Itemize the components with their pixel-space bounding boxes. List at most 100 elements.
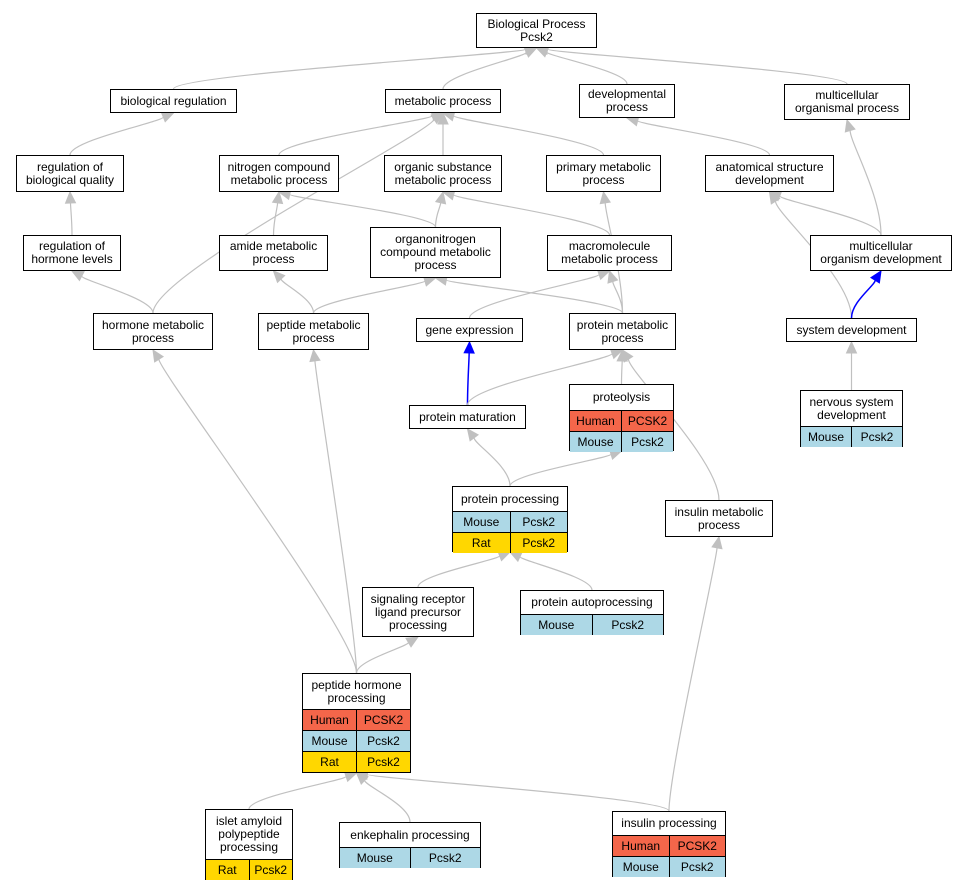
go-term-regbioq[interactable]: regulation of biological quality	[16, 155, 124, 192]
edge-line	[519, 556, 593, 591]
go-term-label: protein metabolic process	[576, 317, 669, 345]
go-term-reghorm[interactable]: regulation of hormone levels	[23, 235, 121, 271]
go-term-label: developmental process	[587, 87, 667, 114]
go-term-amide[interactable]: amide metabolic process	[219, 235, 328, 271]
edge-line	[172, 48, 527, 90]
edge-line	[152, 118, 435, 314]
edge-arrowhead	[343, 771, 358, 783]
edge-arrowhead	[768, 190, 783, 202]
go-term-metproc[interactable]: metabolic process	[385, 89, 501, 113]
organism-cell: Human	[310, 713, 349, 727]
go-term-organonit[interactable]: organonitrogen compound metabolic proces…	[370, 227, 501, 278]
go-term-bioreg[interactable]: biological regulation	[110, 89, 237, 113]
edge-line	[849, 130, 882, 236]
go-term-label: protein autoprocessing	[531, 595, 653, 609]
go-term-orgsub[interactable]: organic substance metabolic process	[384, 155, 502, 192]
go-term-protmet[interactable]: protein metabolic process	[569, 313, 676, 350]
go-term-label: biological regulation	[120, 93, 227, 108]
gene-symbol-cell: Pcsk2	[509, 533, 568, 553]
go-term-protmat[interactable]: protein maturation	[409, 405, 526, 429]
edge-line	[779, 195, 882, 236]
go-term-label: protein maturation	[419, 409, 516, 424]
edge-line	[473, 437, 511, 487]
gene-row: Human PCSK2	[303, 709, 410, 730]
go-term-root[interactable]: Biological Process Pcsk2	[476, 13, 597, 48]
edge-line	[612, 281, 624, 314]
edge-line	[850, 280, 876, 319]
go-term-macromol[interactable]: macromolecule metabolic process	[547, 235, 672, 271]
go-term-label: multicellular organismal process	[794, 88, 900, 115]
edge-line	[417, 555, 501, 588]
gene-symbol-cell: Pcsk2	[851, 427, 902, 447]
gene-symbol-cell: PCSK2	[356, 710, 410, 730]
go-term-label: anatomical structure development	[715, 159, 824, 187]
edge-arrowhead	[596, 269, 611, 281]
go-term-hormmet[interactable]: hormone metabolic process	[93, 313, 213, 350]
go-term-multidev[interactable]: multicellular organism development	[810, 235, 952, 271]
organism-cell: Mouse	[622, 860, 659, 874]
go-term-sigrec[interactable]: signaling receptor ligand precursor proc…	[362, 587, 474, 637]
edge-arrowhead	[405, 636, 420, 648]
gene-symbol-cell: Pcsk2	[621, 432, 673, 452]
edge-arrowhead	[437, 111, 449, 125]
go-term-label: organic substance metabolic process	[394, 159, 492, 187]
go-term-anatdev[interactable]: anatomical structure development	[705, 155, 834, 192]
go-term-label: regulation of hormone levels	[31, 239, 113, 266]
edge-arrowhead	[607, 269, 619, 284]
go-term-primmet[interactable]: primary metabolic process	[546, 155, 661, 192]
go-term-nitro[interactable]: nitrogen compound metabolic process	[219, 155, 339, 192]
go-term-peptmet[interactable]: peptide metabolic process	[258, 313, 369, 350]
edge-line	[158, 359, 358, 674]
edge-line	[668, 547, 718, 812]
go-term-label: amide metabolic process	[229, 239, 318, 266]
go-term-sysdev[interactable]: system development	[786, 318, 917, 342]
edge-arrowhead	[70, 270, 85, 282]
go-term-multiorg[interactable]: multicellular organismal process	[784, 84, 910, 120]
organism-cell: Rat	[471, 536, 491, 550]
gene-symbol-cell: Pcsk2	[248, 860, 293, 880]
edge-line	[289, 193, 437, 228]
go-term-geneexp[interactable]: gene expression	[416, 318, 523, 342]
edge-arrowhead	[535, 46, 550, 58]
gene-symbol-cell: Pcsk2	[668, 857, 726, 877]
edge-arrowhead	[599, 190, 611, 205]
edge-arrowhead	[844, 118, 856, 133]
edge-arrowhead	[621, 348, 634, 363]
edge-arrowhead	[355, 772, 369, 786]
edge-line	[278, 115, 433, 156]
organism-cell: Human	[621, 839, 661, 853]
go-term-label: peptide metabolic process	[266, 317, 361, 345]
go-term-label: primary metabolic process	[556, 159, 651, 187]
edge-arrowhead	[523, 47, 538, 58]
go-term-label: nitrogen compound metabolic process	[227, 159, 331, 187]
edge-arrowhead	[309, 348, 321, 363]
edge-line	[312, 280, 426, 314]
edge-line	[434, 202, 442, 228]
edge-line	[442, 51, 528, 90]
edge-line	[466, 352, 470, 406]
organism-cell: Mouse	[463, 515, 500, 529]
go-term-label: insulin processing	[621, 816, 717, 830]
go-term-devproc[interactable]: developmental process	[579, 84, 675, 118]
go-term-label: peptide hormone processing	[311, 677, 402, 705]
edge-line	[546, 51, 628, 85]
gene-row: Rat Pcsk2	[453, 532, 567, 553]
go-term-insmet[interactable]: insulin metabolic process	[665, 500, 773, 537]
organism-cell: Mouse	[538, 618, 575, 632]
edge-line	[468, 273, 600, 319]
